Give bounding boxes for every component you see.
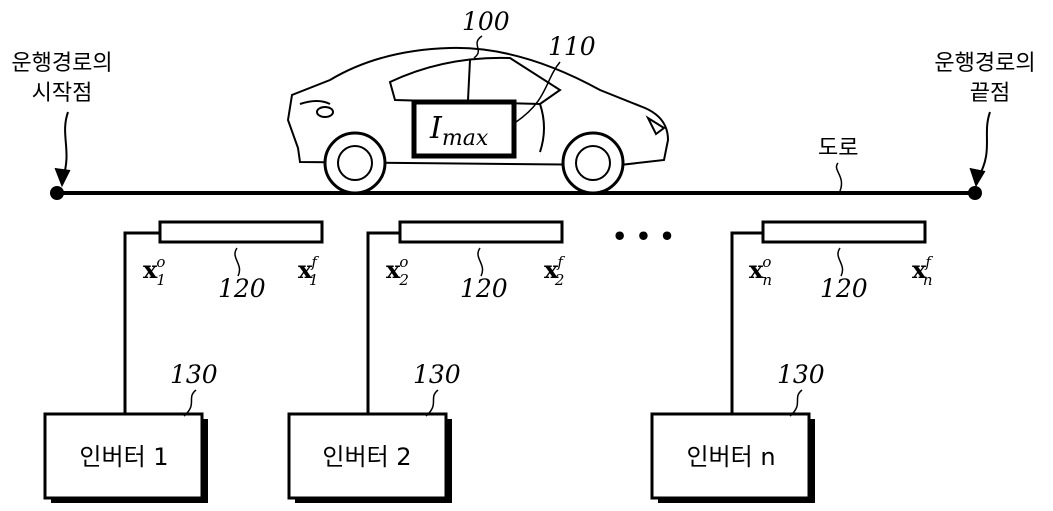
coil-segment <box>400 222 562 242</box>
ellipsis: • • • <box>612 222 675 251</box>
inverter-ref-leader <box>426 390 438 416</box>
inverter-n: 인버터 n 130 <box>652 360 825 503</box>
coil-segment <box>160 222 322 242</box>
road-label: 도로 <box>818 136 858 161</box>
route-start-arrowhead <box>55 168 70 186</box>
inverter-ref: 130 <box>170 360 218 389</box>
route-start-arrow <box>63 112 68 178</box>
segment-ref: 120 <box>460 274 508 303</box>
inverter-ref-leader <box>184 390 196 416</box>
car-front-wheel <box>563 133 623 193</box>
inverter-label: 인버터 n <box>686 443 775 471</box>
route-end-point <box>968 186 982 200</box>
inverter-label: 인버터 2 <box>322 443 411 471</box>
route-end-label-line1: 운행경로의 <box>934 51 1035 76</box>
route-end-label-line2: 끝점 <box>970 81 1010 106</box>
inverter-ref-leader <box>790 390 802 416</box>
inverter-label: 인버터 1 <box>79 443 168 471</box>
coil-segment <box>763 222 925 242</box>
route-start-label-line1: 운행경로의 <box>11 51 112 76</box>
segment-ref: 120 <box>820 274 868 303</box>
route-start-label-line2: 시작점 <box>32 81 93 106</box>
inverter-ref: 130 <box>413 360 461 389</box>
inverter-1: 인버터 1 130 <box>45 360 218 503</box>
segment-ref: 120 <box>218 274 266 303</box>
road-leader <box>836 163 841 191</box>
vehicle-ref: 100 <box>462 7 510 36</box>
battery-ref: 110 <box>548 32 596 61</box>
inverter-ref: 130 <box>777 360 825 389</box>
route-end-arrow <box>978 112 990 178</box>
route-start-point <box>50 186 64 200</box>
inverter-2: 인버터 2 130 <box>289 360 461 503</box>
segment-ref-leader <box>235 248 240 276</box>
route-end-arrowhead <box>970 168 985 186</box>
segment-ref-leader <box>478 248 483 276</box>
segment-ref-leader <box>838 248 843 276</box>
car-rear-wheel <box>325 133 385 193</box>
